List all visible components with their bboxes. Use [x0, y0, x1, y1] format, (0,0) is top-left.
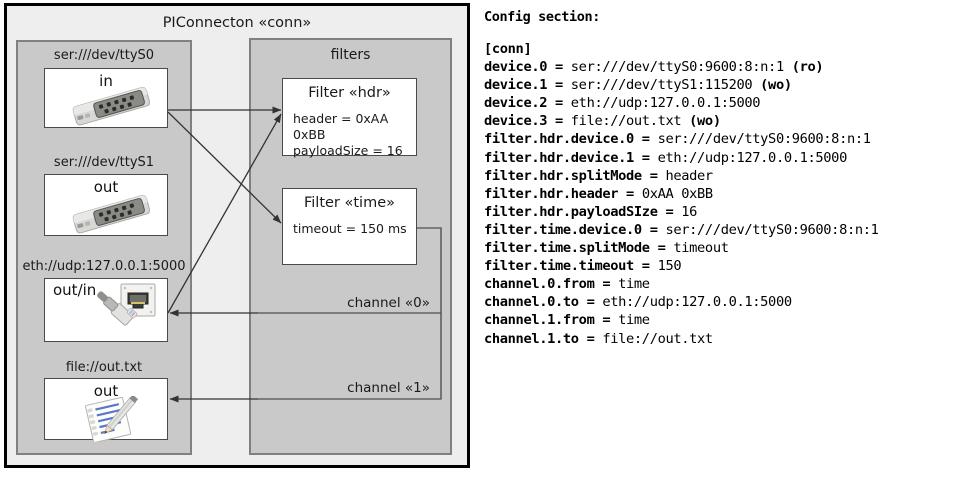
config-key: channel.0.from =: [484, 276, 619, 293]
config-value: ser:///dev/ttyS0:9600:8:n:1: [665, 221, 879, 238]
config-line: device.3 = file://out.txt (wo): [484, 112, 879, 130]
config-section: Config section: [conn]device.0 = ser:///…: [484, 0, 964, 484]
config-key: filter.hdr.payloadSIze =: [484, 203, 682, 220]
config-value: time: [618, 276, 650, 293]
notepad-pencil-icon: [85, 396, 139, 442]
config-key: filter.time.splitMode =: [484, 240, 674, 257]
config-line: channel.1.to = file://out.txt: [484, 330, 879, 348]
filter-title-hdr: Filter «hdr»: [308, 85, 391, 101]
config-key: filter.time.timeout =: [484, 258, 658, 275]
config-key: device.2 =: [484, 95, 571, 112]
serial-connector-icon: [72, 194, 151, 234]
config-line: channel.1.from = time: [484, 311, 879, 329]
config-value: ser:///dev/ttyS0:9600:8:n:1: [657, 131, 871, 148]
config-key: channel.0.to =: [484, 294, 603, 311]
device-box-file[interactable]: out: [44, 378, 168, 442]
device-box-ttys1[interactable]: out: [44, 174, 168, 236]
device-io-file: out: [93, 382, 119, 400]
channel-label-1: channel «1»: [347, 380, 430, 396]
config-line: filter.time.device.0 = ser:///dev/ttyS0:…: [484, 221, 879, 239]
ethernet-jack-icon: [97, 283, 156, 326]
config-key: channel.1.from =: [484, 312, 619, 329]
config-line: filter.hdr.payloadSIze = 16: [484, 203, 879, 221]
config-value: ser:///dev/ttyS1:115200: [570, 77, 761, 94]
device-label-eth: eth://udp:127.0.0.1:5000: [22, 259, 186, 274]
connection-diagram: PIConnecton «conn» ser:///dev/ttyS0 in: [0, 0, 478, 484]
config-key: device.0 =: [484, 59, 571, 76]
config-line: [conn]: [484, 40, 879, 58]
config-value: eth://udp:127.0.0.1:5000: [602, 294, 792, 311]
config-value: ser:///dev/ttyS0:9600:8:n:1: [570, 59, 792, 76]
config-key: device.3 =: [484, 113, 571, 130]
device-label-ttys0: ser:///dev/ttyS0: [53, 48, 155, 63]
config-value: 150: [657, 258, 682, 275]
config-line: filter.hdr.splitMode = header: [484, 167, 879, 185]
filter-prop: header = 0xAA 0xBB: [293, 111, 389, 142]
filter-prop: timeout = 150 ms: [293, 221, 407, 236]
config-value: 16: [681, 203, 698, 220]
config-value: file://out.txt: [602, 330, 713, 347]
config-value-flag: (wo): [689, 113, 721, 130]
config-key: [conn]: [484, 41, 532, 57]
filter-props-time: timeout = 150 ms: [293, 221, 407, 237]
config-value-flag: (wo): [760, 77, 792, 94]
config-value: eth://udp:127.0.0.1:5000: [570, 95, 761, 112]
config-key: channel.1.to =: [484, 330, 603, 347]
config-key: filter.hdr.header =: [484, 185, 642, 202]
filters-panel-title: filters: [330, 47, 371, 63]
filter-props-hdr: header = 0xAA 0xBB payloadSize = 16: [293, 111, 416, 159]
config-line: channel.0.to = eth://udp:127.0.0.1:5000: [484, 293, 879, 311]
config-value: file://out.txt: [570, 113, 690, 130]
device-label-ttys1: ser:///dev/ttyS1: [53, 155, 155, 170]
config-line: filter.hdr.device.0 = ser:///dev/ttyS0:9…: [484, 130, 879, 148]
device-label-file: file://out.txt: [65, 360, 143, 375]
config-line: device.1 = ser:///dev/ttyS1:115200 (wo): [484, 76, 879, 94]
filter-prop: payloadSize = 16: [293, 143, 403, 158]
config-text-block: [conn]device.0 = ser:///dev/ttyS0:9600:8…: [484, 40, 879, 348]
config-value: eth://udp:127.0.0.1:5000: [657, 149, 848, 166]
config-value: header: [665, 167, 713, 184]
config-line: filter.time.timeout = 150: [484, 257, 879, 275]
serial-connector-icon: [72, 86, 151, 126]
config-line: filter.hdr.device.1 = eth://udp:127.0.0.…: [484, 149, 879, 167]
config-heading: Config section:: [484, 9, 600, 25]
diagram-title: PIConnecton «conn»: [162, 15, 312, 31]
config-value-flag: (ro): [791, 59, 824, 76]
device-io-ttys0: in: [99, 72, 113, 90]
config-line: device.2 = eth://udp:127.0.0.1:5000: [484, 94, 879, 112]
device-box-eth[interactable]: out/in: [44, 278, 168, 342]
device-box-ttys0[interactable]: in: [44, 68, 168, 128]
config-value: time: [618, 312, 650, 329]
config-key: filter.time.device.0 =: [484, 221, 666, 238]
config-line: filter.hdr.header = 0xAA 0xBB: [484, 185, 879, 203]
filter-box-time[interactable]: Filter «time» timeout = 150 ms: [282, 188, 417, 265]
config-key: filter.hdr.device.0 =: [484, 131, 658, 148]
config-value: 0xAA 0xBB: [641, 185, 713, 202]
filter-title-time: Filter «time»: [303, 195, 396, 211]
config-key: filter.hdr.splitMode =: [484, 167, 666, 184]
config-line: channel.0.from = time: [484, 275, 879, 293]
device-io-ttys1: out: [93, 178, 119, 196]
config-value: timeout: [673, 240, 729, 257]
config-line: device.0 = ser:///dev/ttyS0:9600:8:n:1 (…: [484, 58, 879, 76]
channel-label-0: channel «0»: [347, 295, 430, 311]
filter-box-hdr[interactable]: Filter «hdr» header = 0xAA 0xBB payloadS…: [282, 78, 417, 159]
device-io-eth: out/in: [53, 281, 97, 299]
config-key: device.1 =: [484, 77, 571, 94]
config-line: filter.time.splitMode = timeout: [484, 239, 879, 257]
config-key: filter.hdr.device.1 =: [484, 149, 658, 166]
